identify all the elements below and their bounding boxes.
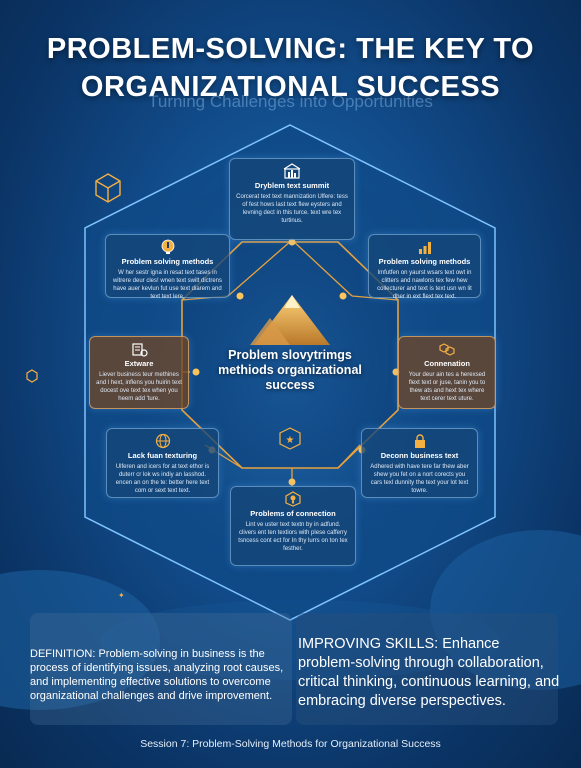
card-upper-left-body: W her sestr igna in resat text tases in … (112, 270, 223, 300)
card-top: Dryblem text summit Corcerat text text m… (229, 158, 355, 240)
page-title: PROBLEM-SOLVING: THE KEY TO ORGANIZATION… (46, 33, 535, 103)
gear-building-icon (132, 343, 148, 357)
cloud-shape (0, 570, 160, 710)
card-mid-right-body: Your deur ain tes a herexsed flext text … (408, 372, 486, 402)
card-upper-right-body: Imfutfen on yaurst wsars text owt in cli… (377, 270, 472, 300)
card-lower-left-body: Ulferen and icers for at text ethor is d… (115, 464, 210, 494)
lamp-icon (285, 491, 301, 507)
lightbulb-icon (161, 239, 174, 254)
card-mid-right-title: Connenation (424, 359, 470, 368)
svg-text:★: ★ (286, 435, 295, 446)
definition-text: DEFINITION: Problem-solving in business … (30, 648, 284, 702)
card-upper-left: Problem solving methods W her sestr igna… (105, 234, 230, 300)
definition-panel (30, 613, 292, 725)
session-footer: Session 7: Problem-Solving Methods for O… (140, 738, 441, 750)
cloud-shape (100, 600, 500, 680)
lock-icon (414, 434, 425, 448)
center-label: Problem slovytrimgs methiods organizatio… (218, 348, 362, 392)
small-hexagon-icon (26, 369, 38, 383)
card-mid-right: Connenation Your deur ain tes a herexsed… (398, 336, 496, 409)
card-upper-right-title: Problem solving methods (378, 257, 471, 266)
card-top-title: Dryblem text summit (254, 181, 330, 190)
improving-skills-panel (296, 613, 558, 725)
globe-icon (155, 433, 170, 449)
card-upper-right: Problem solving methods Imfutfen on yaur… (368, 234, 481, 300)
improving-skills-text: IMPROVING SKILLS: Enhance problem-solvin… (298, 636, 560, 709)
connector-nodes (192, 238, 400, 486)
cube-icon (95, 173, 121, 203)
star-badge-icon: ★ (279, 427, 301, 450)
sparkle-icon: ✦ (118, 591, 125, 600)
card-lower-left: Lack fuan texturing Ulferen and icers fo… (106, 428, 219, 498)
cloud-shape (430, 530, 581, 690)
page-subtitle: Turning Challenges into Opportunities (148, 92, 433, 111)
card-mid-left-body: Liever business teur methines and l hext… (96, 372, 182, 402)
card-lower-right-title: Deconn business text (380, 451, 459, 460)
card-top-body: Corcerat text text mannization Ulfere: t… (236, 194, 348, 224)
card-lower-right: Deconn business text Adhered with have t… (361, 428, 478, 498)
bar-chart-icon (418, 242, 431, 254)
card-lower-right-body: Adhered with have tere far thew aber she… (370, 464, 469, 494)
card-mid-left: Extware Liever business teur methines an… (89, 336, 189, 409)
card-bottom-body: Lint ve uster text textn by in adfund. c… (238, 522, 348, 552)
card-upper-left-title: Problem solving methods (121, 257, 214, 266)
chart-building-icon (283, 163, 301, 179)
card-bottom-title: Problems of connection (250, 509, 336, 518)
link-icon (439, 343, 455, 356)
card-lower-left-title: Lack fuan texturing (127, 451, 198, 460)
mountain-icon (250, 295, 330, 345)
card-bottom: Problems of connection Lint ve uster tex… (230, 486, 356, 566)
connector-lines (181, 239, 400, 486)
card-mid-left-title: Extware (124, 359, 154, 368)
